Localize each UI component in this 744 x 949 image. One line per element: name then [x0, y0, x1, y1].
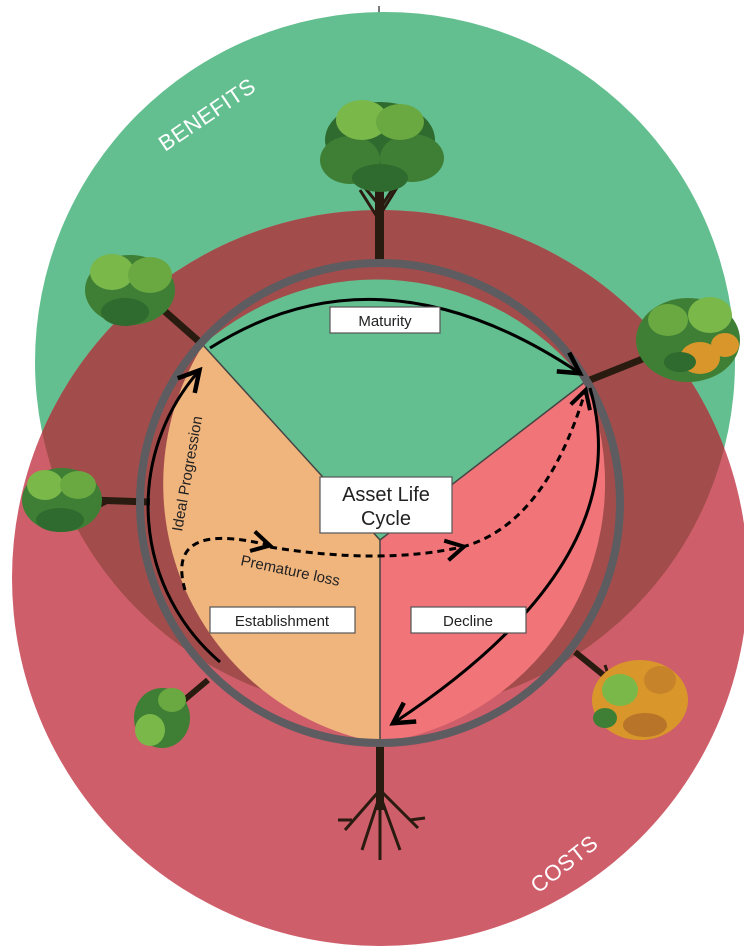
life-cycle-wheel	[136, 259, 624, 747]
decline-label: Decline	[443, 613, 493, 630]
decline-box: Decline	[410, 606, 527, 634]
establishment-box: Establishment	[209, 606, 356, 634]
decline-sector	[380, 382, 606, 743]
premature-arrow-2	[269, 547, 462, 556]
center-box: Asset Life Cycle	[319, 476, 453, 534]
ideal-arrow-establishment	[146, 372, 221, 664]
tree-lower-right	[573, 649, 688, 740]
tree-lower-left	[134, 677, 210, 748]
maturity-label: Maturity	[358, 313, 412, 330]
premature-arrow-3	[461, 392, 585, 549]
ideal-arrow-decline	[395, 387, 600, 722]
tree-top	[320, 100, 444, 265]
maturity-sector	[203, 279, 585, 540]
establishment-label: Establishment	[235, 613, 330, 630]
wheel-rim	[136, 259, 624, 747]
tree-left	[22, 468, 151, 532]
premature-arrow-1	[180, 538, 268, 591]
tree-bottom-roots	[338, 740, 426, 860]
maturity-box: Maturity	[329, 306, 441, 334]
ideal-arrow-maturity	[209, 298, 578, 372]
tree-right	[583, 297, 740, 386]
center-label-line1: Asset Life	[342, 484, 430, 506]
tree-upper-left	[85, 254, 206, 348]
center-label-line2: Cycle	[361, 508, 411, 530]
